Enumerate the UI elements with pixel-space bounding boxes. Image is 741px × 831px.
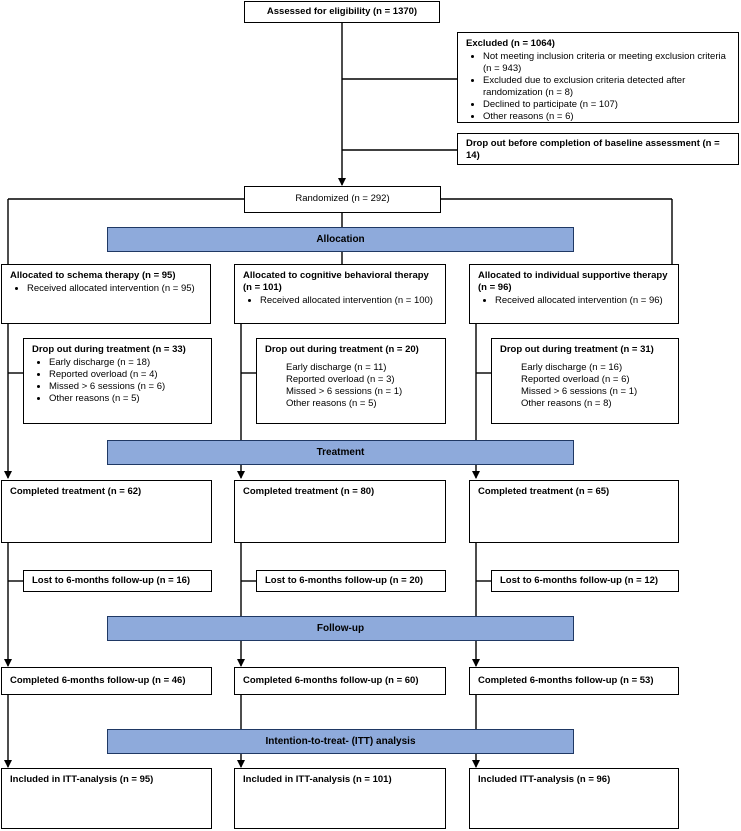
arm3-dropout-item: Other reasons (n = 8) (521, 398, 612, 409)
arm3-itt-label: Included ITT-analysis (n = 96) (478, 774, 611, 785)
arm1-followup-label: Completed 6-months follow-up (n = 46) (10, 675, 186, 686)
arm2-lost-label: Lost to 6-months follow-up (n = 20) (265, 575, 424, 586)
arm2-followup-label: Completed 6-months follow-up (n = 60) (243, 675, 419, 686)
arm2-followup-box: Completed 6-months follow-up (n = 60) (234, 667, 446, 695)
arm2-allocated-item: Received allocated intervention (n = 100… (260, 295, 437, 307)
arm3-followup-box: Completed 6-months follow-up (n = 53) (469, 667, 679, 695)
arm3-lost-box: Lost to 6-months follow-up (n = 12) (491, 570, 679, 592)
excluded-list: Not meeting inclusion criteria or meetin… (466, 51, 730, 123)
treatment-band: Treatment (107, 440, 574, 465)
arm1-dropout-title: Drop out during treatment (n = 33) (32, 344, 186, 355)
allocation-band-label: Allocation (316, 234, 365, 245)
arm1-allocated-item: Received allocated intervention (n = 95) (27, 283, 202, 295)
arm2-dropout-title: Drop out during treatment (n = 20) (265, 344, 419, 355)
arm2-itt-box: Included in ITT-analysis (n = 101) (234, 768, 446, 829)
arm2-dropout-item: Other reasons (n = 5) (286, 398, 377, 409)
arm2-dropout-item: Early discharge (n = 11) (286, 362, 387, 373)
arm3-dropout-title: Drop out during treatment (n = 31) (500, 344, 654, 355)
arm3-allocated-item: Received allocated intervention (n = 96) (495, 295, 670, 307)
arm2-dropout-box: Drop out during treatment (n = 20) Early… (256, 338, 446, 424)
arm3-completed-label: Completed treatment (n = 65) (478, 486, 610, 497)
randomized-box: Randomized (n = 292) (244, 186, 441, 213)
assessed-box: Assessed for eligibility (n = 1370) (244, 1, 440, 23)
treatment-band-label: Treatment (316, 447, 365, 458)
excluded-item: Not meeting inclusion criteria or meetin… (483, 51, 730, 75)
arm3-completed-box: Completed treatment (n = 65) (469, 480, 679, 543)
excluded-title: Excluded (n = 1064) (466, 38, 555, 49)
arm1-allocated-box: Allocated to schema therapy (n = 95) Rec… (1, 264, 211, 324)
arm2-completed-label: Completed treatment (n = 80) (243, 486, 375, 497)
arm1-allocated-title: Allocated to schema therapy (n = 95) (10, 270, 176, 281)
assessed-label: Assessed for eligibility (n = 1370) (266, 6, 418, 17)
arm3-followup-label: Completed 6-months follow-up (n = 53) (478, 675, 654, 686)
randomized-label: Randomized (n = 292) (295, 193, 390, 204)
arm1-completed-box: Completed treatment (n = 62) (1, 480, 212, 543)
arm3-lost-label: Lost to 6-months follow-up (n = 12) (500, 575, 659, 586)
arm2-allocated-title: Allocated to cognitive behavioral therap… (243, 270, 429, 293)
arm1-itt-label: Included in ITT-analysis (n = 95) (10, 774, 154, 785)
arm1-dropout-box: Drop out during treatment (n = 33) Early… (23, 338, 212, 424)
allocation-band: Allocation (107, 227, 574, 252)
arm2-dropout-item: Missed > 6 sessions (n = 1) (286, 386, 403, 397)
followup-band-label: Follow-up (316, 623, 365, 634)
baseline-dropout-label: Drop out before completion of baseline a… (466, 138, 720, 161)
arm3-allocated-box: Allocated to individual supportive thera… (469, 264, 679, 324)
arm2-lost-box: Lost to 6-months follow-up (n = 20) (256, 570, 446, 592)
arm1-followup-box: Completed 6-months follow-up (n = 46) (1, 667, 212, 695)
excluded-item: Other reasons (n = 6) (483, 111, 730, 123)
arm1-itt-box: Included in ITT-analysis (n = 95) (1, 768, 212, 829)
arm3-dropout-box: Drop out during treatment (n = 31) Early… (491, 338, 679, 424)
arm1-lost-box: Lost to 6-months follow-up (n = 16) (23, 570, 212, 592)
arm3-dropout-item: Early discharge (n = 16) (521, 362, 623, 373)
arm1-lost-label: Lost to 6-months follow-up (n = 16) (32, 575, 191, 586)
baseline-dropout-box: Drop out before completion of baseline a… (457, 133, 739, 165)
arm2-itt-label: Included in ITT-analysis (n = 101) (243, 774, 392, 785)
arm1-dropout-item: Reported overload (n = 4) (49, 369, 203, 381)
arm1-dropout-item: Early discharge (n = 18) (49, 357, 203, 369)
arm1-dropout-item: Missed > 6 sessions (n = 6) (49, 381, 203, 393)
excluded-item: Declined to participate (n = 107) (483, 99, 730, 111)
itt-band: Intention-to-treat- (ITT) analysis (107, 729, 574, 754)
arm1-dropout-item: Other reasons (n = 5) (49, 393, 203, 405)
excluded-item: Excluded due to exclusion criteria detec… (483, 75, 730, 99)
arm2-dropout-item: Reported overload (n = 3) (286, 374, 395, 385)
arm3-allocated-title: Allocated to individual supportive thera… (478, 270, 668, 293)
followup-band: Follow-up (107, 616, 574, 641)
arm3-dropout-item: Reported overload (n = 6) (521, 374, 630, 385)
itt-band-label: Intention-to-treat- (ITT) analysis (265, 736, 416, 747)
excluded-box: Excluded (n = 1064) Not meeting inclusio… (457, 32, 739, 123)
arm3-dropout-item: Missed > 6 sessions (n = 1) (521, 386, 638, 397)
arm3-itt-box: Included ITT-analysis (n = 96) (469, 768, 679, 829)
arm2-completed-box: Completed treatment (n = 80) (234, 480, 446, 543)
arm2-allocated-box: Allocated to cognitive behavioral therap… (234, 264, 446, 324)
arm1-completed-label: Completed treatment (n = 62) (10, 486, 142, 497)
